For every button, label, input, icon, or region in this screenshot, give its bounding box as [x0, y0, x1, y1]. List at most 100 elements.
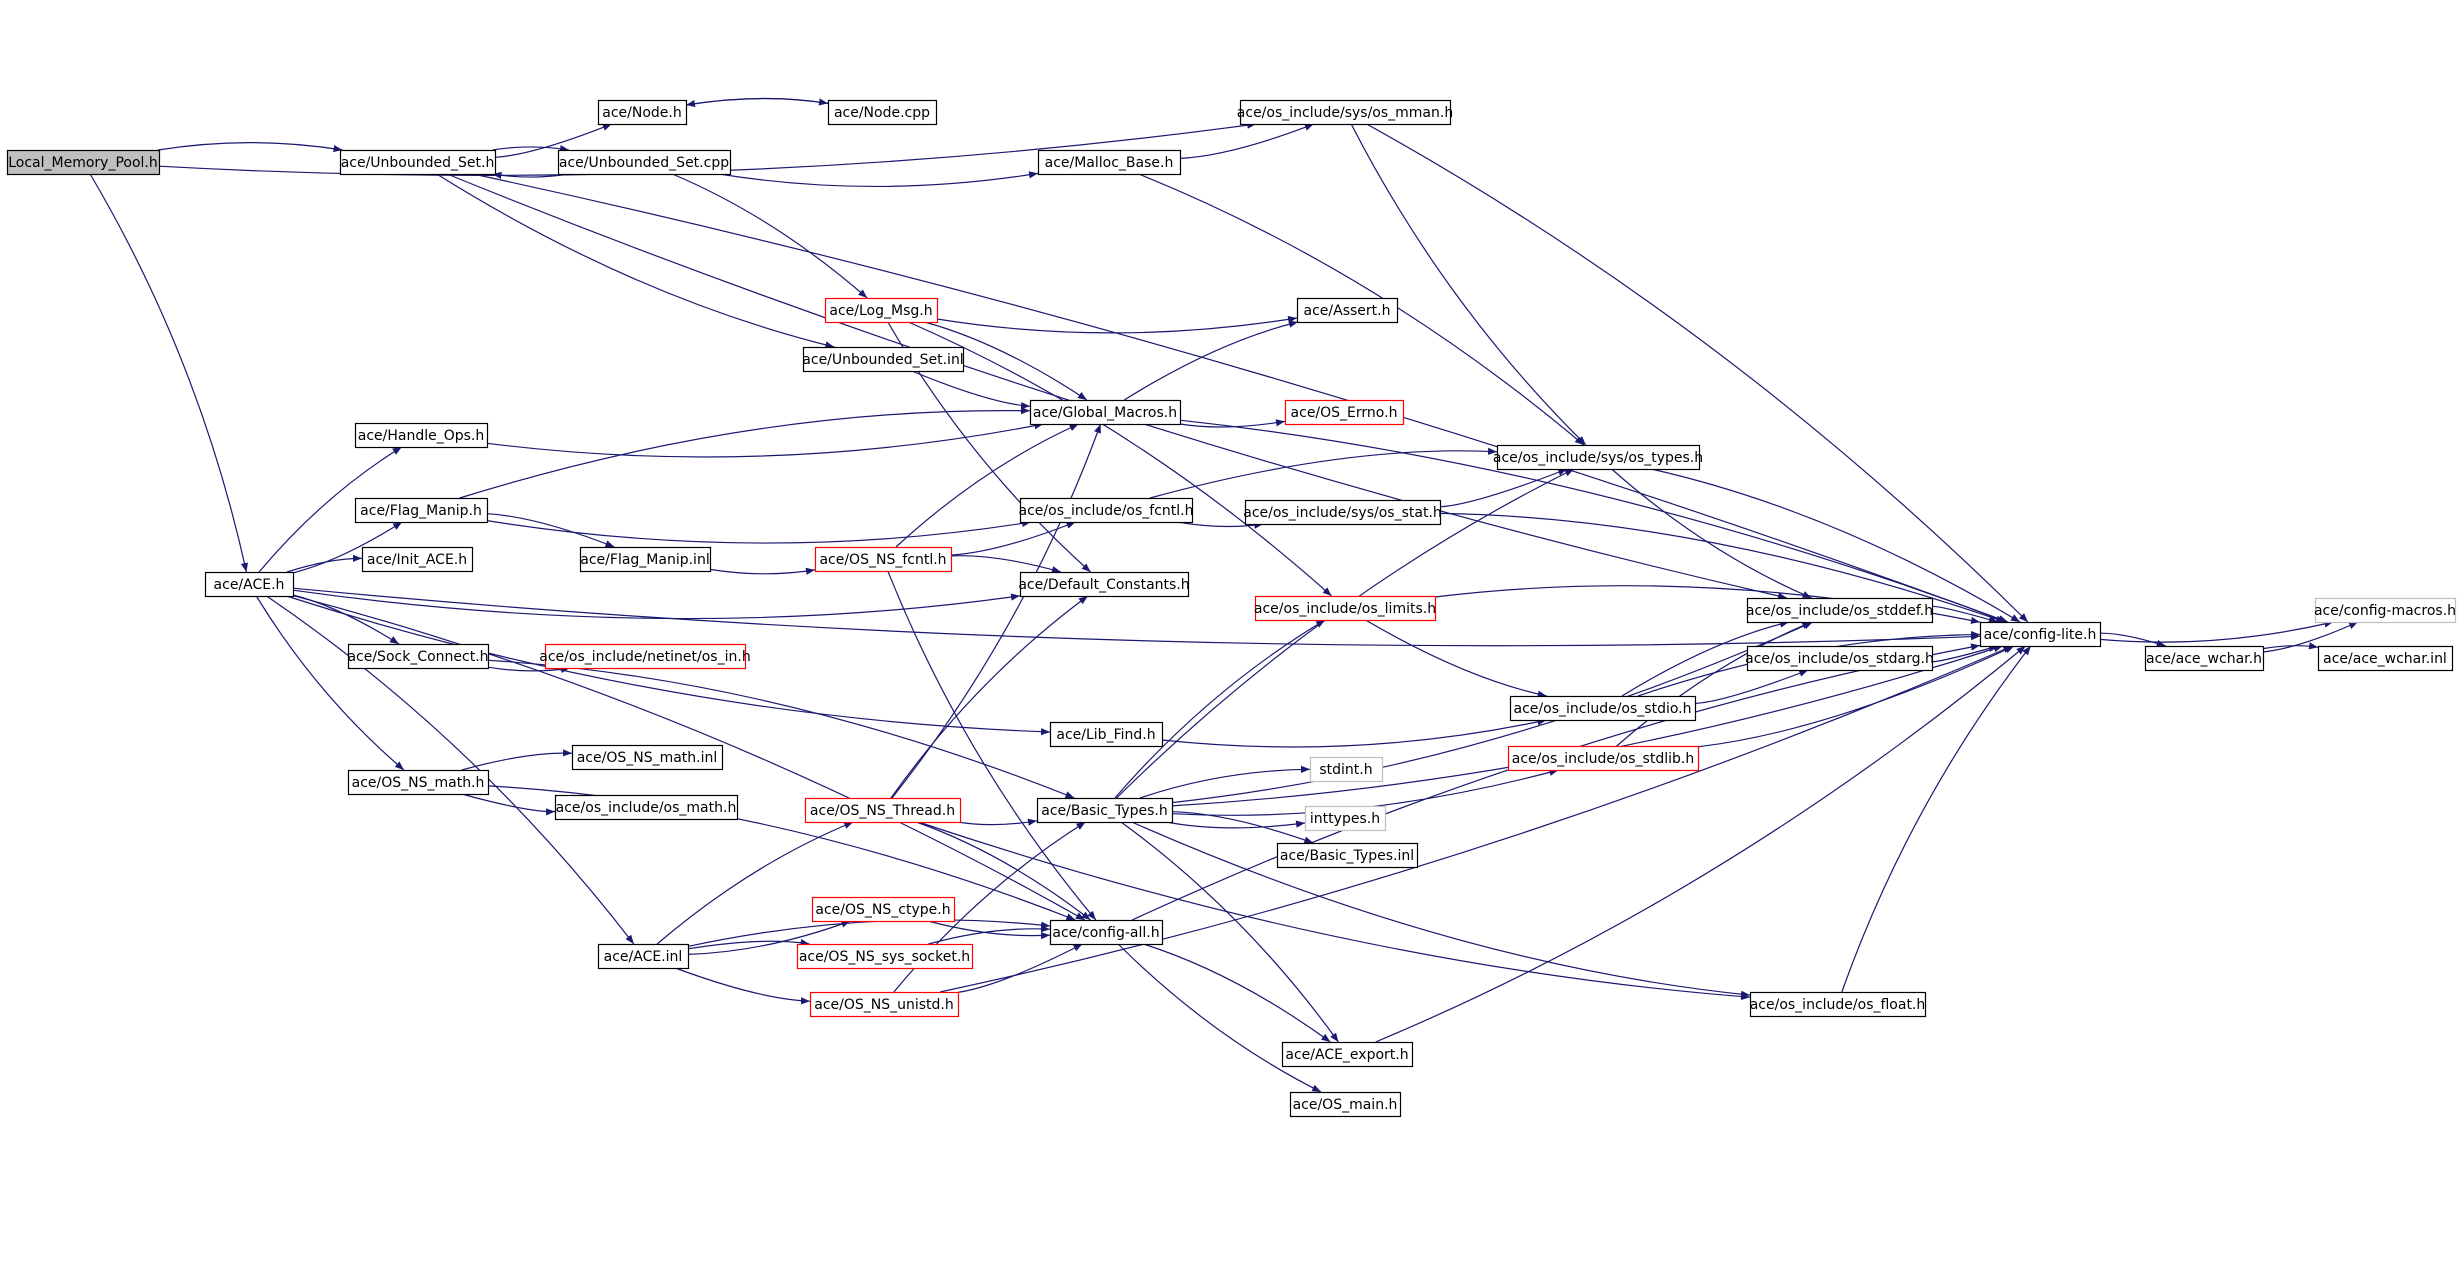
node-os-types[interactable]: ace/os_include/sys/os_types.h — [1493, 444, 1703, 471]
edge-os_ns_sys_socket-to-config_all — [928, 925, 1051, 945]
node-label: ace/Flag_Manip.h — [360, 503, 482, 519]
edge-os_limits-to-os_stdio — [1365, 619, 1547, 698]
node-box — [1239, 99, 1452, 126]
edge-unbounded_set_cpp-to-log_msg — [672, 173, 868, 299]
node-os-stat[interactable]: ace/os_include/sys/os_stat.h — [1243, 499, 1442, 526]
edge-sock_connect-to-os_in — [487, 665, 571, 673]
node-ace-h[interactable]: ace/ACE.h — [204, 571, 295, 598]
node-ace-wchar-inl[interactable]: ace/ace_wchar.inl — [2317, 645, 2454, 672]
node-sock-connect[interactable]: ace/Sock_Connect.h — [347, 643, 490, 670]
node-inttypes[interactable]: inttypes.h — [1304, 805, 1387, 832]
node-assert-h[interactable]: ace/Assert.h — [1296, 297, 1399, 324]
node-os-errno[interactable]: ace/OS_Errno.h — [1284, 399, 1405, 426]
node-os-stdarg[interactable]: ace/os_include/os_stdarg.h — [1745, 645, 1934, 672]
node-os-stdio[interactable]: ace/os_include/os_stdio.h — [1509, 695, 1697, 722]
node-os-in[interactable]: ace/os_include/netinet/os_in.h — [539, 643, 751, 670]
node-os-ns-fcntl[interactable]: ace/OS_NS_fcntl.h — [814, 546, 953, 573]
node-label: ace/OS_NS_Thread.h — [810, 803, 955, 819]
edge-malloc_base-to-os_types — [1138, 173, 1585, 446]
node-box — [1507, 745, 1700, 772]
node-label: ace/ACE.h — [214, 577, 285, 593]
edge-basic_types_h-to-ace_export — [1120, 821, 1339, 1043]
node-config-lite[interactable]: ace/config-lite.h — [1979, 621, 2102, 648]
node-label: ace/Node.h — [602, 105, 681, 121]
node-os-ns-thread[interactable]: ace/OS_NS_Thread.h — [804, 797, 962, 824]
node-os-ns-math-inl[interactable]: ace/OS_NS_math.inl — [571, 744, 724, 771]
node-log-msg[interactable]: ace/Log_Msg.h — [824, 297, 939, 324]
edge-log_msg-to-assert_h — [936, 315, 1298, 334]
edge-os_ns_thread-to-config_all — [916, 821, 1091, 921]
node-os-math[interactable]: ace/os_include/os_math.h — [554, 794, 739, 821]
edge-flag_manip_h-to-global_macros — [459, 407, 1031, 499]
node-label: ace/os_include/os_float.h — [1750, 997, 1926, 1013]
node-os-main[interactable]: ace/OS_main.h — [1289, 1091, 1402, 1118]
node-unbounded-set-h[interactable]: ace/Unbounded_Set.h — [339, 149, 497, 176]
node-os-ns-unistd[interactable]: ace/OS_NS_unistd.h — [809, 991, 960, 1018]
node-os-ns-sys-socket[interactable]: ace/OS_NS_sys_socket.h — [796, 943, 974, 970]
edge-ace_h-to-sock_connect — [292, 594, 400, 645]
node-malloc-base[interactable]: ace/Malloc_Base.h — [1037, 149, 1182, 176]
node-label: ace/Basic_Types.inl — [1280, 848, 1414, 864]
node-os-ns-ctype[interactable]: ace/OS_NS_ctype.h — [811, 896, 956, 923]
node-unbounded-set-cpp[interactable]: ace/Unbounded_Set.cpp — [557, 149, 732, 176]
node-ace-inl[interactable]: ace/ACE.inl — [597, 943, 690, 970]
node-box — [6, 149, 161, 176]
edge-flag_manip_h-to-os_fcntl — [486, 519, 1032, 544]
node-ace-wchar-h[interactable]: ace/ace_wchar.h — [2144, 645, 2265, 672]
node-label: ace/Unbounded_Set.cpp — [559, 155, 729, 171]
node-label: ace/os_include/sys/os_mman.h — [1237, 105, 1453, 121]
node-ace-export[interactable]: ace/ACE_export.h — [1281, 1041, 1414, 1068]
node-box — [1296, 297, 1399, 324]
edge-os_stddef-to-config_lite — [1931, 605, 1999, 623]
node-init-ace[interactable]: ace/Init_ACE.h — [361, 546, 474, 573]
node-label: ace/ace_wchar.h — [2146, 651, 2262, 667]
node-local-memory-pool[interactable]: Local_Memory_Pool.h — [6, 149, 161, 176]
node-box — [1049, 919, 1164, 946]
node-os-stddef[interactable]: ace/os_include/os_stddef.h — [1746, 597, 1934, 624]
node-unbounded-set-inl[interactable]: ace/Unbounded_Set.inl — [802, 346, 965, 373]
node-box — [824, 297, 939, 324]
node-flag-manip-inl[interactable]: ace/Flag_Manip.inl — [579, 546, 712, 573]
edge-log_msg-to-global_macros — [924, 321, 1088, 401]
node-handle-ops[interactable]: ace/Handle_Ops.h — [354, 422, 489, 449]
node-label: ace/os_include/sys/os_stat.h — [1243, 505, 1442, 521]
node-label: ace/Flag_Manip.inl — [580, 552, 709, 568]
edge-config_all-to-ace_export — [1143, 943, 1331, 1043]
node-os-limits[interactable]: ace/os_include/os_limits.h — [1254, 595, 1437, 622]
node-basic-types-h[interactable]: ace/Basic_Types.h — [1036, 797, 1174, 824]
node-default-constants[interactable]: ace/Default_Constants.h — [1018, 571, 1190, 598]
node-config-macros[interactable]: ace/config-macros.h — [2314, 597, 2457, 624]
edge-unbounded_set_h-to-unbounded_set_cpp — [492, 145, 570, 153]
node-label: ace/Init_ACE.h — [367, 552, 467, 568]
edge-malloc_base-to-os_mman — [1179, 123, 1315, 159]
edge-os_ns_thread-to-default_constants — [890, 595, 1089, 799]
node-label: ace/OS_NS_fcntl.h — [819, 552, 946, 568]
node-node-h[interactable]: ace/Node.h — [597, 99, 688, 126]
edge-handle_ops-to-global_macros — [486, 422, 1044, 458]
edge-ace_h-to-lib_find — [286, 595, 1051, 736]
node-config-all[interactable]: ace/config-all.h — [1049, 919, 1164, 946]
node-label: ace/OS_NS_math.h — [352, 775, 485, 791]
node-stdint[interactable]: stdint.h — [1309, 756, 1384, 783]
node-flag-manip-h[interactable]: ace/Flag_Manip.h — [354, 497, 489, 524]
node-box — [1746, 597, 1934, 624]
node-os-fcntl[interactable]: ace/os_include/os_fcntl.h — [1019, 497, 1194, 524]
edge-os_ns_thread-to-os_float — [918, 821, 1751, 1001]
node-lib-find[interactable]: ace/Lib_Find.h — [1049, 721, 1164, 748]
node-node-cpp[interactable]: ace/Node.cpp — [827, 99, 938, 126]
node-os-float[interactable]: ace/os_include/os_float.h — [1750, 991, 1927, 1018]
node-global-macros[interactable]: ace/Global_Macros.h — [1029, 399, 1182, 426]
node-os-ns-math-h[interactable]: ace/OS_NS_math.h — [347, 769, 490, 796]
node-os-stdlib[interactable]: ace/os_include/os_stdlib.h — [1507, 745, 1700, 772]
edge-os_ns_math_h-to-config_all — [487, 785, 1076, 921]
node-box — [814, 546, 953, 573]
edge-os_mman-to-os_types — [1350, 123, 1587, 446]
edge-basic_types_h-to-os_float — [1131, 821, 1751, 998]
node-label: ace/os_include/os_fcntl.h — [1019, 503, 1194, 519]
edge-ace_h-to-config_lite — [292, 587, 1981, 647]
node-label: ace/OS_NS_unistd.h — [814, 997, 954, 1013]
node-box — [1254, 595, 1437, 622]
node-os-mman[interactable]: ace/os_include/sys/os_mman.h — [1237, 99, 1453, 126]
node-basic-types-inl[interactable]: ace/Basic_Types.inl — [1276, 842, 1419, 869]
node-box — [1036, 797, 1174, 824]
